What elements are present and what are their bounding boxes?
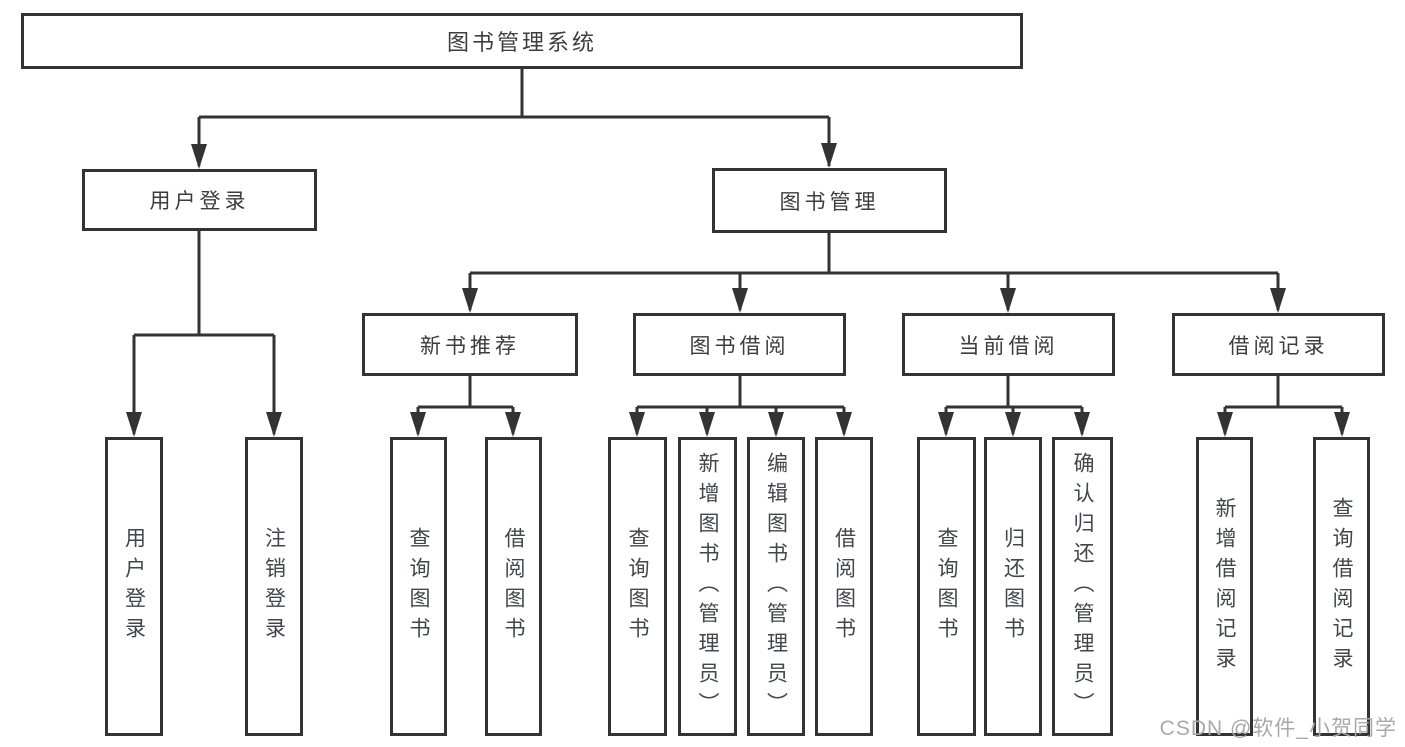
connector-newbook-to-leaves (416, 376, 515, 434)
arrow-icon (836, 412, 852, 437)
node-label: 图书借阅 (689, 334, 790, 358)
node-book-borrowing: 图书借阅 (633, 313, 846, 376)
leaf-confirm-return-admin: 确认归还（管理员） (1052, 437, 1113, 736)
leaf-query-books-current: 查询图书 (917, 437, 976, 736)
leaf-user-login: 用户登录 (105, 437, 163, 736)
leaf-add-books-admin: 新增图书（管理员） (678, 437, 737, 736)
arrow-icon (462, 288, 478, 313)
arrow-icon (732, 288, 748, 313)
connector-records-to-leaves (1223, 376, 1344, 434)
node-root-library-system: 图书管理系统 (21, 13, 1023, 69)
node-new-book-recommend: 新书推荐 (362, 313, 578, 376)
node-label: 新增借阅记录 (1213, 496, 1236, 677)
node-label: 归还图书 (1001, 526, 1025, 647)
node-label: 用户登录 (149, 190, 250, 213)
leaf-add-borrow-record: 新增借阅记录 (1196, 437, 1253, 736)
arrow-icon (821, 143, 837, 168)
leaf-edit-books-admin: 编辑图书（管理员） (747, 437, 805, 736)
leaf-borrow-books-recommend: 借阅图书 (485, 437, 542, 736)
node-label: 确认归还（管理员） (1071, 451, 1094, 722)
node-label: 新增图书（管理员） (696, 451, 719, 722)
arrow-icon (410, 412, 426, 437)
node-user-login: 用户登录 (82, 169, 317, 231)
node-label: 图书管理系统 (446, 30, 597, 55)
leaf-query-books-borrow: 查询图书 (608, 437, 667, 736)
node-label: 查询图书 (935, 526, 958, 647)
arrow-icon (1217, 412, 1233, 437)
connector-current-to-leaves (944, 376, 1084, 434)
arrow-icon (768, 412, 784, 437)
arrow-icon (126, 412, 142, 437)
connector-bookmgmt-to-level3 (468, 233, 1280, 310)
connector-userlogin-to-leaves (132, 231, 276, 434)
arrow-icon (938, 412, 954, 437)
arrow-icon (1334, 412, 1350, 437)
node-current-borrowing: 当前借阅 (902, 313, 1115, 376)
node-label: 编辑图书（管理员） (764, 451, 788, 722)
csdn-watermark: CSDN @软件_小贺同学 (1159, 717, 1397, 740)
node-label: 当前借阅 (958, 334, 1059, 358)
arrow-icon (1074, 412, 1090, 437)
arrow-icon (266, 412, 282, 437)
connector-root-to-level2 (197, 69, 831, 166)
arrow-icon (629, 412, 645, 437)
node-label: 查询借阅记录 (1330, 496, 1353, 677)
node-borrowing-records: 借阅记录 (1172, 313, 1385, 376)
node-label: 查询图书 (407, 526, 430, 647)
node-label: 查询图书 (626, 526, 649, 647)
node-label: 图书管理 (779, 190, 880, 214)
leaf-query-borrow-record: 查询借阅记录 (1313, 437, 1370, 736)
node-book-management: 图书管理 (712, 168, 947, 233)
node-label: 借阅记录 (1228, 334, 1329, 358)
leaf-return-books: 归还图书 (984, 437, 1042, 736)
leaf-borrow-books: 借阅图书 (815, 437, 873, 736)
connector-borrow-to-leaves (635, 376, 846, 434)
arrow-icon (505, 412, 521, 437)
node-label: 注销登录 (262, 526, 286, 647)
arrow-icon (1005, 412, 1021, 437)
node-label: 新书推荐 (420, 334, 520, 358)
arrow-icon (1270, 288, 1286, 313)
node-label: 借阅图书 (502, 526, 525, 647)
leaf-query-books-recommend: 查询图书 (390, 437, 447, 736)
arrow-icon (1000, 288, 1016, 313)
node-label: 用户登录 (122, 526, 146, 647)
leaf-logout: 注销登录 (245, 437, 303, 736)
arrow-icon (699, 412, 715, 437)
arrow-icon (191, 144, 207, 169)
node-label: 借阅图书 (832, 526, 856, 647)
